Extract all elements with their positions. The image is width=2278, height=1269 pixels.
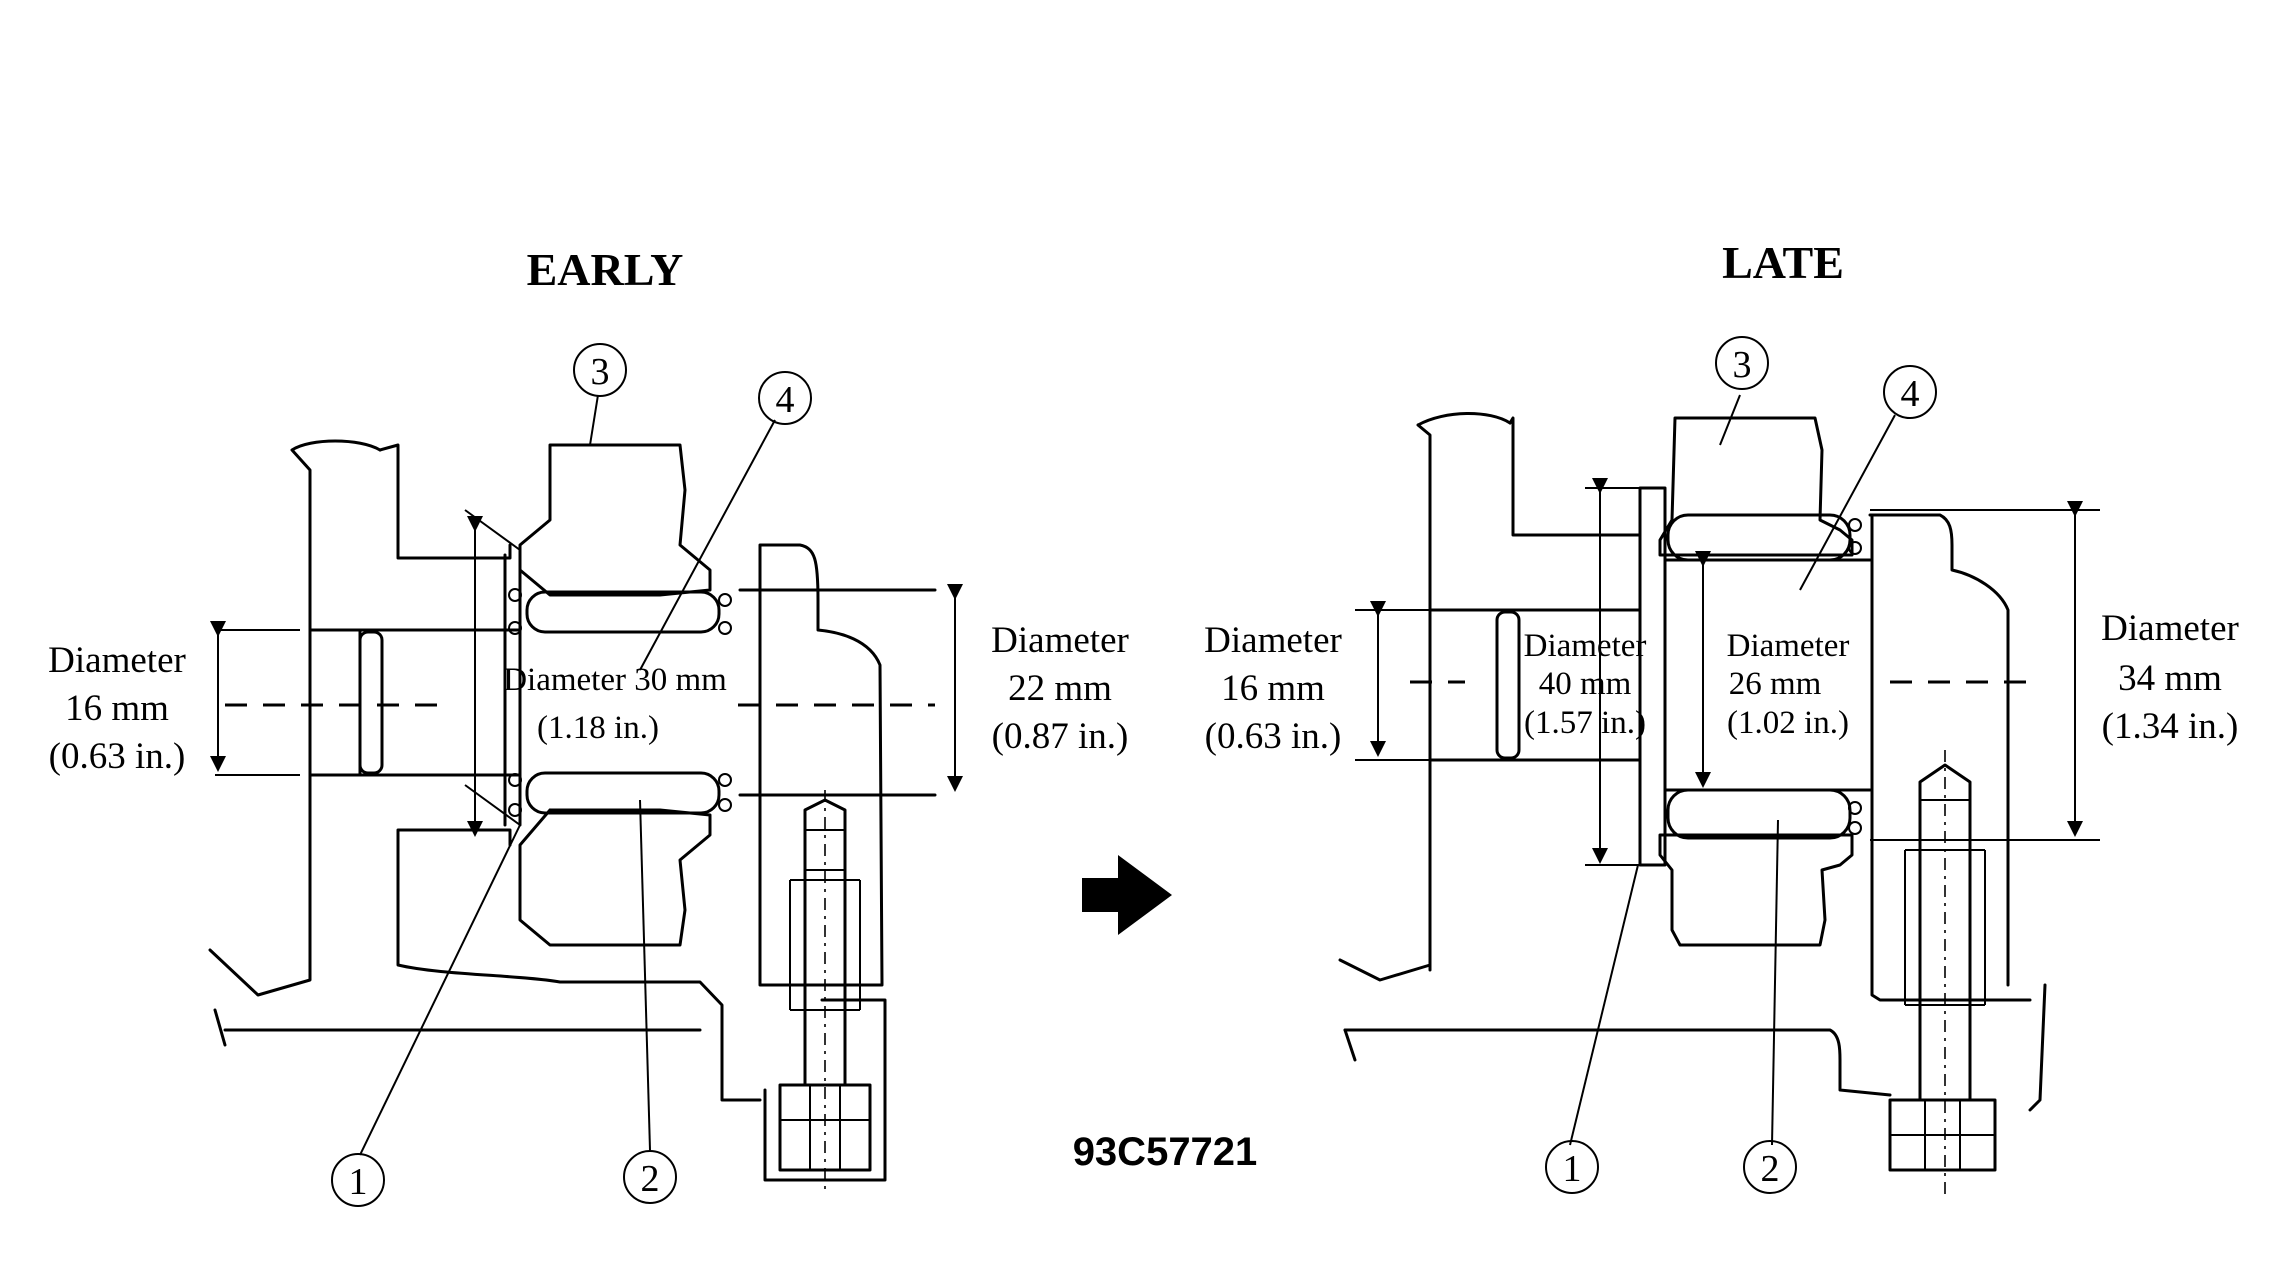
early-right-dimension-label: Diameter 22 mm (0.87 in.) [991, 620, 1129, 757]
early-right-dim-line3: (0.87 in.) [992, 716, 1129, 757]
late-right-dim-line1: Diameter [2101, 608, 2239, 649]
early-callout-4-label: 4 [776, 379, 795, 421]
late-left-dimension-label: Diameter 16 mm (0.63 in.) [1204, 620, 1342, 757]
early-callout-3: 3 [573, 343, 627, 397]
early-flange [738, 543, 937, 1182]
late-dim40-line1: Diameter [1524, 628, 1647, 664]
late-callout-2-label: 2 [1761, 1148, 1780, 1190]
early-heading: EARLY [527, 244, 684, 295]
late-housing [1338, 412, 1892, 1097]
early-callout-1: 1 [331, 1153, 385, 1207]
early-drawing: EARLY [48, 244, 1129, 1207]
late-callout-4-label: 4 [1901, 373, 1920, 415]
figure-code: 93C57721 [1073, 1130, 1258, 1174]
early-left-dim-line3: (0.63 in.) [49, 736, 186, 777]
late-callout-1: 1 [1545, 1140, 1599, 1194]
early-housing [208, 439, 762, 1102]
early-left-dimension-label: Diameter 16 mm (0.63 in.) [48, 640, 186, 777]
early-leaders [359, 394, 776, 1156]
late-dim40-line2: 40 mm [1539, 666, 1632, 702]
early-inner-dimension-label: Diameter 30 mm (1.18 in.) [503, 662, 727, 746]
late-left-dim-line1: Diameter [1204, 620, 1342, 661]
late-left-dim-line2: 16 mm [1221, 668, 1325, 709]
early-inner-dim-line2: (1.18 in.) [537, 710, 659, 746]
late-callout-1-label: 1 [1563, 1148, 1582, 1190]
late-callout-3-label: 3 [1733, 344, 1752, 386]
right-arrow-icon [1082, 855, 1172, 935]
late-right-dim-line3: (1.34 in.) [2102, 706, 2239, 747]
early-callout-1-label: 1 [349, 1161, 368, 1203]
early-bolt [778, 790, 872, 1195]
late-right-dimension-label: Diameter 34 mm (1.34 in.) [2101, 608, 2239, 747]
late-heading: LATE [1722, 237, 1844, 288]
late-left-dim-line3: (0.63 in.) [1205, 716, 1342, 757]
early-dimension-lines [210, 509, 963, 837]
late-drawing: LATE [1204, 237, 2239, 1195]
late-dim26-line1: Diameter [1727, 628, 1850, 664]
late-dim26-line3: (1.02 in.) [1727, 705, 1849, 741]
late-right-dim-line2: 34 mm [2118, 658, 2222, 699]
late-dimension-lines [1355, 478, 2100, 866]
early-left-dim-line1: Diameter [48, 640, 186, 681]
early-right-dim-line2: 22 mm [1008, 668, 1112, 709]
late-40mm-dimension-label: Diameter 40 mm (1.57 in.) [1524, 628, 1647, 741]
early-shaft [225, 628, 935, 777]
late-callout-3: 3 [1715, 336, 1769, 390]
early-callout-2: 2 [623, 1150, 677, 1204]
late-leaders [1569, 394, 1896, 1146]
late-callout-2: 2 [1743, 1140, 1797, 1194]
late-dim40-line3: (1.57 in.) [1524, 705, 1646, 741]
late-bolt [1888, 750, 1997, 1195]
late-shaft [1410, 608, 2040, 762]
early-gear [503, 443, 732, 947]
late-26mm-dimension-label: Diameter 26 mm (1.02 in.) [1727, 628, 1850, 741]
early-callout-4: 4 [758, 371, 812, 425]
late-callout-4: 4 [1883, 365, 1937, 419]
late-flange [1868, 513, 2047, 1112]
early-callout-2-label: 2 [641, 1158, 660, 1200]
early-inner-dim-line1: Diameter 30 mm [503, 662, 727, 698]
early-right-dim-line1: Diameter [991, 620, 1129, 661]
early-callout-3-label: 3 [591, 351, 610, 393]
late-dim26-line2: 26 mm [1729, 666, 1822, 702]
early-left-dim-line2: 16 mm [65, 688, 169, 729]
